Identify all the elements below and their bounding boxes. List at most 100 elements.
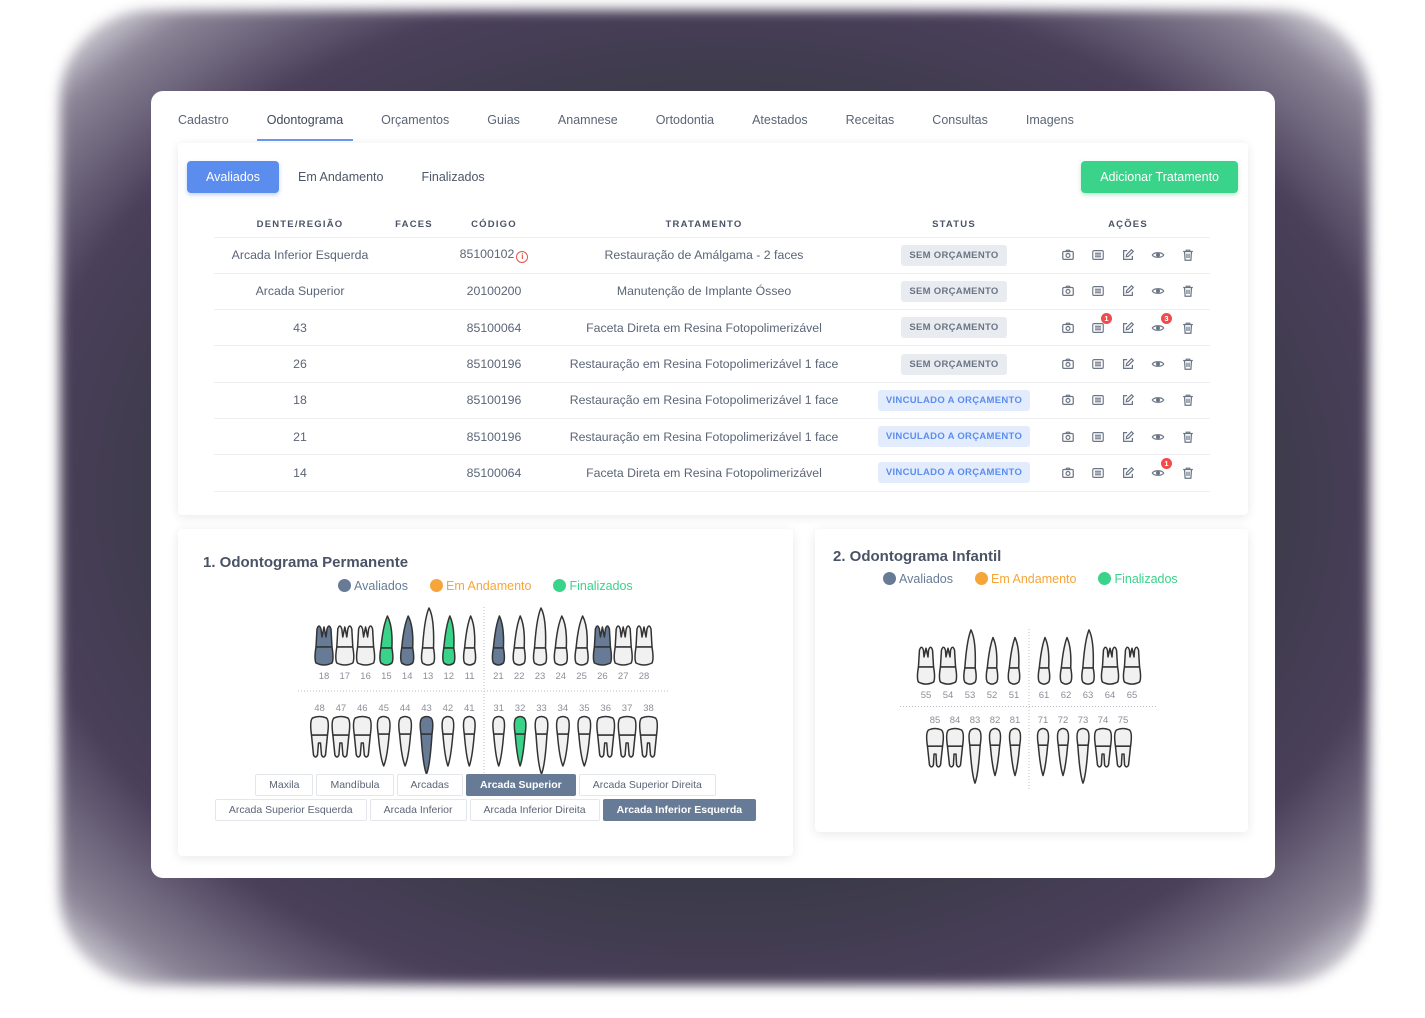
tooth-52[interactable] — [985, 636, 999, 685]
region-arcadas[interactable]: Arcadas — [396, 774, 464, 796]
camera-button[interactable] — [1059, 355, 1077, 373]
eye-button[interactable]: 3 — [1149, 312, 1172, 337]
tooth-83[interactable] — [968, 727, 982, 784]
tooth-46[interactable] — [352, 715, 372, 758]
list-button[interactable] — [1089, 464, 1107, 482]
tooth-63[interactable] — [1081, 629, 1095, 685]
tooth-15[interactable] — [379, 615, 394, 666]
tooth-53[interactable] — [963, 629, 977, 685]
trash-button[interactable] — [1179, 319, 1197, 337]
tooth-34[interactable] — [555, 715, 570, 767]
tab-anamnese[interactable]: Anamnese — [557, 113, 618, 127]
tab-consultas[interactable]: Consultas — [932, 113, 988, 127]
tooth-31[interactable] — [492, 715, 506, 767]
tooth-36[interactable] — [596, 715, 616, 758]
tooth-16[interactable] — [355, 625, 376, 666]
list-button[interactable] — [1089, 282, 1107, 300]
tooth-47[interactable] — [331, 715, 351, 758]
tab-cadastro[interactable]: Cadastro — [178, 113, 229, 127]
region-arcada-superior-direita[interactable]: Arcada Superior Direita — [578, 774, 716, 796]
trash-button[interactable] — [1179, 282, 1197, 300]
tooth-82[interactable] — [988, 727, 1002, 777]
eye-button[interactable] — [1149, 282, 1167, 300]
tooth-48[interactable] — [309, 715, 330, 758]
tab-ortodontia[interactable]: Ortodontia — [655, 113, 715, 127]
region-arcada-inferior-direita[interactable]: Arcada Inferior Direita — [469, 799, 600, 821]
tooth-17[interactable] — [335, 625, 355, 666]
tooth-75[interactable] — [1113, 727, 1133, 768]
tooth-27[interactable] — [613, 625, 633, 666]
tooth-38[interactable] — [638, 715, 659, 758]
tooth-44[interactable] — [398, 715, 413, 767]
tooth-73[interactable] — [1076, 727, 1090, 784]
region-arcada-inferior-esquerda[interactable]: Arcada Inferior Esquerda — [602, 799, 757, 821]
tooth-41[interactable] — [462, 715, 476, 767]
tab-atestados[interactable]: Atestados — [752, 113, 808, 127]
tooth-13[interactable] — [420, 607, 436, 666]
tooth-11[interactable] — [462, 615, 477, 666]
tooth-23[interactable] — [532, 607, 548, 666]
edit-button[interactable] — [1119, 464, 1137, 482]
camera-button[interactable] — [1059, 428, 1077, 446]
eye-button[interactable] — [1149, 355, 1167, 373]
tooth-85[interactable] — [925, 727, 945, 768]
tooth-25[interactable] — [574, 615, 589, 666]
region-mandibula[interactable]: Mandíbula — [316, 774, 394, 796]
tooth-26[interactable] — [592, 625, 613, 666]
trash-button[interactable] — [1179, 355, 1197, 373]
camera-button[interactable] — [1059, 319, 1077, 337]
list-button[interactable] — [1089, 355, 1107, 373]
tooth-72[interactable] — [1056, 727, 1070, 777]
camera-button[interactable] — [1059, 464, 1077, 482]
edit-button[interactable] — [1119, 355, 1137, 373]
tooth-18[interactable] — [314, 625, 334, 666]
tooth-14[interactable] — [399, 615, 415, 666]
edit-button[interactable] — [1119, 319, 1137, 337]
add-treatment-button[interactable]: Adicionar Tratamento — [1081, 161, 1238, 193]
edit-button[interactable] — [1119, 246, 1137, 264]
region-maxila[interactable]: Maxila — [255, 774, 314, 796]
edit-button[interactable] — [1119, 391, 1137, 409]
filter-em-andamento[interactable]: Em Andamento — [297, 170, 384, 184]
tab-orcamentos[interactable]: Orçamentos — [381, 113, 450, 127]
tooth-22[interactable] — [512, 615, 526, 666]
tab-odontograma[interactable]: Odontograma — [256, 113, 354, 141]
filter-finalizados[interactable]: Finalizados — [421, 170, 485, 184]
list-button[interactable] — [1089, 428, 1107, 446]
tooth-55[interactable] — [916, 646, 936, 685]
camera-button[interactable] — [1059, 246, 1077, 264]
tooth-62[interactable] — [1059, 636, 1073, 685]
tooth-12[interactable] — [442, 615, 456, 666]
tooth-61[interactable] — [1037, 636, 1051, 685]
tab-guias[interactable]: Guias — [487, 113, 520, 127]
tooth-43[interactable] — [419, 715, 434, 775]
tooth-51[interactable] — [1007, 636, 1021, 685]
trash-button[interactable] — [1179, 391, 1197, 409]
list-button[interactable] — [1089, 246, 1107, 264]
list-button[interactable]: 1 — [1089, 312, 1112, 337]
tooth-33[interactable] — [534, 715, 549, 775]
edit-button[interactable] — [1119, 428, 1137, 446]
tooth-28[interactable] — [634, 625, 654, 666]
tooth-74[interactable] — [1093, 727, 1113, 768]
eye-button[interactable] — [1149, 428, 1167, 446]
tooth-45[interactable] — [376, 715, 391, 767]
edit-button[interactable] — [1119, 282, 1137, 300]
region-arcada-inferior[interactable]: Arcada Inferior — [369, 799, 467, 821]
tooth-81[interactable] — [1008, 727, 1022, 777]
trash-button[interactable] — [1179, 246, 1197, 264]
tooth-35[interactable] — [577, 715, 592, 767]
tooth-65[interactable] — [1122, 646, 1142, 685]
camera-button[interactable] — [1059, 391, 1077, 409]
tab-receitas[interactable]: Receitas — [845, 113, 895, 127]
eye-button[interactable] — [1149, 246, 1167, 264]
region-arcada-superior[interactable]: Arcada Superior — [466, 774, 576, 796]
